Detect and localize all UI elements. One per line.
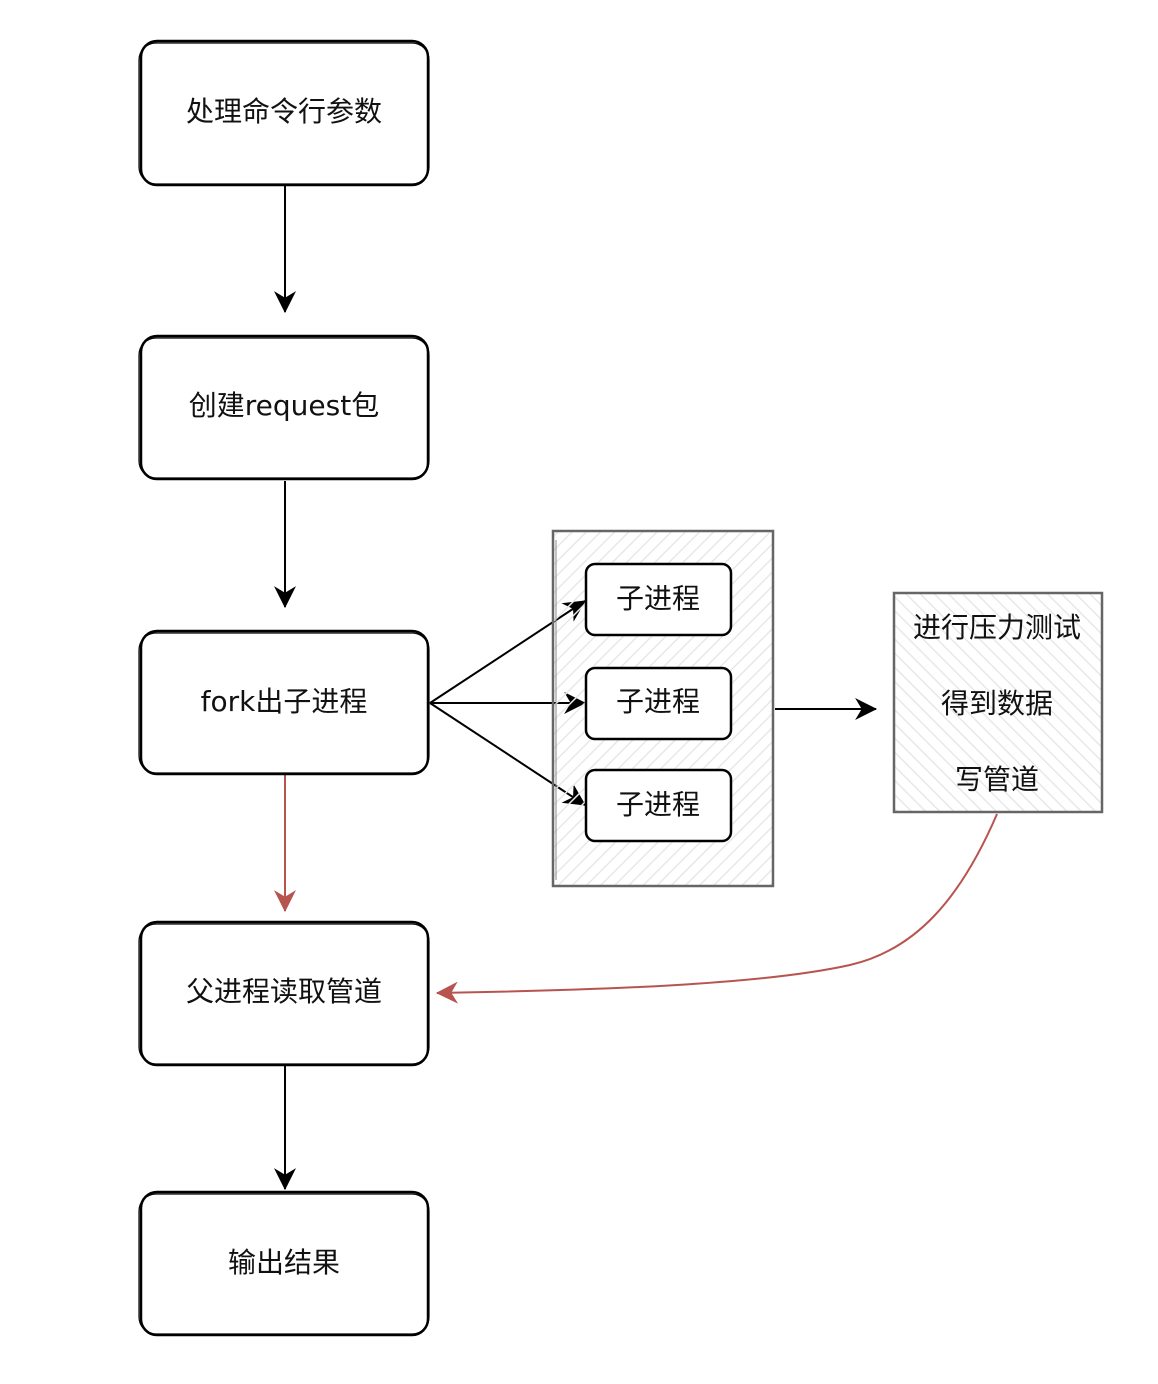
node-child-3: 子进程 [584, 768, 733, 843]
node-label: 子进程 [616, 685, 700, 718]
node-label: 子进程 [616, 788, 700, 821]
stress-test-line-1: 进行压力测试 [913, 611, 1081, 644]
node-create-request: 创建request包 [138, 334, 430, 481]
node-parse-args: 处理命令行参数 [138, 39, 430, 187]
node-child-2: 子进程 [584, 666, 733, 741]
stress-test-line-3: 写管道 [955, 763, 1039, 796]
stress-test-line-2: 得到数据 [941, 687, 1053, 720]
node-label: fork出子进程 [201, 685, 368, 718]
edge-stress-test-to-parent-read [435, 813, 998, 1004]
edges [274, 186, 998, 1191]
node-output-result: 输出结果 [138, 1190, 430, 1337]
node-label: 父进程读取管道 [186, 975, 382, 1008]
node-label: 输出结果 [228, 1246, 340, 1279]
node-label: 处理命令行参数 [186, 95, 382, 128]
node-fork-children: fork出子进程 [138, 629, 430, 776]
node-parent-read-pipe: 父进程读取管道 [138, 920, 430, 1067]
node-stress-test: 进行压力测试 得到数据 写管道 [892, 591, 1104, 814]
node-label: 子进程 [616, 582, 700, 615]
node-label: 创建request包 [189, 389, 379, 422]
node-child-1: 子进程 [584, 562, 733, 637]
